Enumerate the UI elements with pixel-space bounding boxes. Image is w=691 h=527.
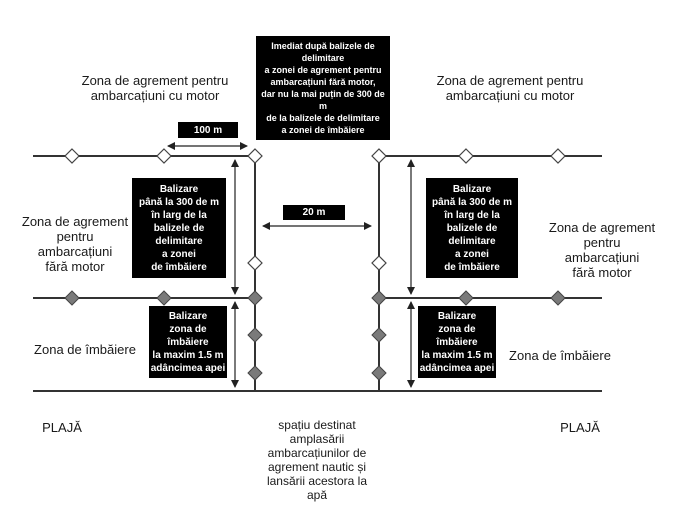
white-diamond-buoy-icon [371,148,387,164]
corridor-placement-note-text: Imediat după balizele de delimitare a zo… [261,41,385,135]
beach-label-right: PLAJĂ [560,420,600,435]
gray-diamond-buoy-icon [371,365,387,381]
gray-diamond-buoy-icon [156,290,172,306]
bathing-buoy-text-right: Balizare zona de îmbăiere la maxim 1.5 m… [419,310,495,374]
bathing-buoy-text-left: Balizare zona de îmbăiere la maxim 1.5 m… [150,310,226,374]
white-diamond-buoy-icon [247,148,263,164]
buoy-info-text-left: Balizare până la 300 de m în larg de la … [138,183,220,273]
gray-diamond-buoy-icons [64,290,566,381]
white-diamond-buoy-icon [247,255,263,271]
gray-diamond-buoy-icon [371,290,387,306]
gray-diamond-buoy-icon [247,290,263,306]
gray-diamond-buoy-icon [247,327,263,343]
zone-label-nonmotor-left: Zona de agrement pentru ambarcațiuni făr… [21,214,129,274]
buoy-info-box-left: Balizare până la 300 de m în larg de la … [132,178,226,278]
distance-20m-label: 20 m [302,207,326,218]
gray-diamond-buoy-icon [458,290,474,306]
zone-label-bathing-left: Zona de îmbăiere [34,342,136,357]
bathing-buoy-box-right: Balizare zona de îmbăiere la maxim 1.5 m… [418,306,496,378]
white-diamond-buoy-icons [64,148,566,271]
white-diamond-buoy-icon [64,148,80,164]
distance-20m-box: 20 m [283,205,345,220]
gray-diamond-buoy-icon [550,290,566,306]
buoy-info-text-right: Balizare până la 300 de m în larg de la … [431,183,513,273]
white-diamond-buoy-icon [550,148,566,164]
distance-100m-box: 100 m [178,122,238,138]
distance-100m-label: 100 m [193,124,223,136]
white-diamond-buoy-icon [458,148,474,164]
zone-label-bathing-right: Zona de îmbăiere [509,348,611,363]
zone-label-nonmotor-right: Zona de agrement pentru ambarcațiuni făr… [548,220,656,280]
zone-label-motor-right: Zona de agrement pentru ambarcațiuni cu … [436,73,584,103]
gray-diamond-buoy-icon [247,365,263,381]
white-diamond-buoy-icon [156,148,172,164]
corridor-placement-note-box: Imediat după balizele de delimitare a zo… [256,36,390,140]
corridor-note: spațiu destinat amplasării ambarcațiunil… [266,418,368,502]
beach-label-left: PLAJĂ [42,420,82,435]
gray-diamond-buoy-icon [64,290,80,306]
buoy-info-box-right: Balizare până la 300 de m în larg de la … [426,178,518,278]
gray-diamond-buoy-icon [371,327,387,343]
zone-label-motor-left: Zona de agrement pentru ambarcațiuni cu … [81,73,229,103]
bathing-buoy-box-left: Balizare zona de îmbăiere la maxim 1.5 m… [149,306,227,378]
white-diamond-buoy-icon [371,255,387,271]
